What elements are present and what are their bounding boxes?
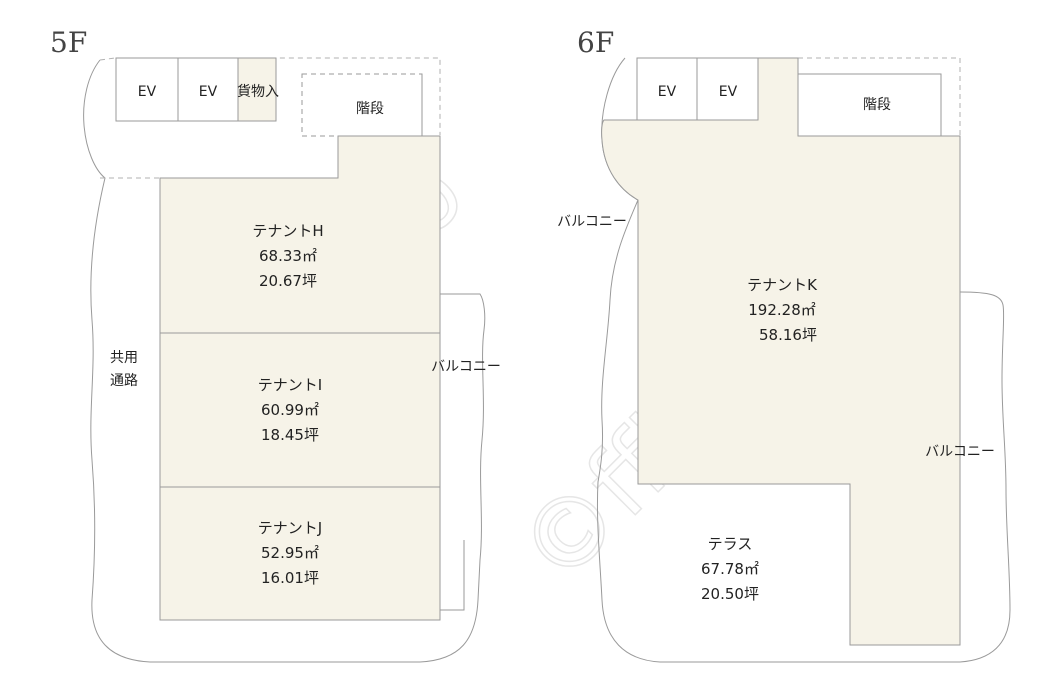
ev-box-6f-1	[636, 57, 698, 121]
balcony-label-6f-left: バルコニー	[557, 214, 627, 230]
floor-6f: 6F EV EV 階段 テナントK 192.28㎡ 58.16坪 テラス 67.…	[557, 26, 1011, 663]
tenant-j-area	[159, 486, 441, 621]
corridor-label-line2: 通路	[110, 373, 138, 389]
tenant-h-tsubo: 20.67坪	[259, 272, 317, 290]
balcony-ledge-5f	[440, 540, 465, 611]
tenant-j-name: テナントJ	[258, 519, 322, 537]
tenant-k-area	[601, 57, 961, 646]
floor-5f-dashed-boundary	[99, 57, 441, 179]
freight-label-5f: 貨物入	[237, 83, 279, 100]
tenant-i-tsubo: 18.45坪	[261, 426, 319, 444]
terrace-sqm: 67.78㎡	[701, 560, 759, 578]
balcony-label-5f: バルコニー	[431, 359, 501, 375]
ev-label-6f-1: EV	[658, 84, 677, 100]
tenant-j-tsubo: 16.01坪	[261, 569, 319, 587]
floor-5f-title: 5F	[50, 26, 87, 59]
freight-box-5f	[237, 57, 277, 122]
tenant-i-sqm: 60.99㎡	[261, 401, 319, 419]
tenant-j-sqm: 52.95㎡	[261, 544, 319, 562]
ev-label-6f-2: EV	[719, 84, 738, 100]
tenant-k-name: テナントK	[747, 276, 818, 294]
tenant-k-sqm: 192.28㎡	[748, 301, 816, 319]
stairs-box-6f	[797, 73, 942, 137]
floor-6f-dashed-boundary	[798, 57, 961, 135]
tenant-h-sqm: 68.33㎡	[259, 247, 317, 265]
stairs-label-6f: 階段	[863, 97, 891, 113]
floor-6f-outline	[596, 57, 1011, 663]
tenant-k-tsubo: 58.16坪	[759, 326, 817, 344]
ev-box-6f-2	[696, 57, 759, 121]
ev-label-5f-1: EV	[138, 84, 157, 100]
stairs-box-5f	[301, 73, 423, 137]
tenant-i-area	[159, 332, 441, 488]
ev-label-5f-2: EV	[199, 84, 218, 100]
ev-box-5f-1	[115, 57, 179, 122]
floor-5f: 5F EV EV 貨物入 階段 テナントH 68.33㎡ 20.67坪 テナント…	[50, 26, 501, 663]
terrace-tsubo: 20.50坪	[701, 585, 759, 603]
terrace-name: テラス	[708, 535, 753, 553]
stairs-label-5f: 階段	[356, 101, 384, 117]
tenant-i-name: テナントI	[258, 376, 322, 394]
floor-6f-title: 6F	[577, 26, 614, 59]
ev-box-5f-2	[177, 57, 239, 122]
tenant-h-name: テナントH	[252, 222, 323, 240]
balcony-label-6f-right: バルコニー	[925, 444, 995, 460]
corridor-label-line1: 共用	[110, 350, 138, 366]
